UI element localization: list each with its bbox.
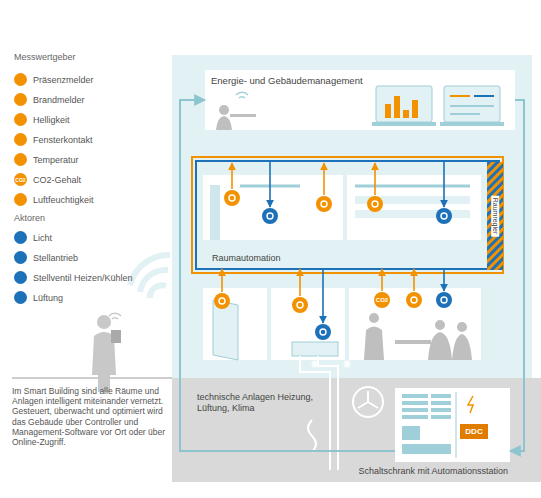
box-label: Raumautomation xyxy=(212,253,281,264)
management-panel xyxy=(205,70,515,130)
device-icon xyxy=(262,208,278,224)
icon-text: CO2 xyxy=(376,297,388,303)
person xyxy=(92,315,121,392)
device-icon xyxy=(367,196,383,212)
system-box: Energie- und Gebäudemanagement xyxy=(205,70,515,130)
system-box: Schaltschrank mit AutomationsstationDDC xyxy=(395,388,510,462)
signal-line xyxy=(374,163,376,195)
legend-swatch xyxy=(14,153,27,166)
signal-line xyxy=(231,163,233,189)
box-label: Raumregler xyxy=(491,196,499,237)
legend-entry: Temperatur xyxy=(14,153,79,166)
co2-icon: CO2 xyxy=(374,292,390,308)
box-label: Schaltschrank mit Automationsstation xyxy=(356,466,510,477)
cabinet xyxy=(395,388,510,462)
controller-bar xyxy=(487,162,503,270)
legend-entry: Luftfeuchtigkeit xyxy=(14,193,94,206)
signal-line xyxy=(413,269,415,291)
legend-text: Lüftung xyxy=(33,293,63,303)
plant-band xyxy=(172,378,541,482)
signal-line xyxy=(269,162,271,207)
people xyxy=(364,313,472,360)
caption: Im Smart Building sind alle Räume und An… xyxy=(12,386,172,447)
legend-swatch xyxy=(14,133,27,146)
legend-text: Licht xyxy=(33,233,52,243)
legend-swatch xyxy=(14,113,27,126)
device-icon xyxy=(316,196,332,212)
icon-text: CO2 xyxy=(15,177,25,183)
legend-text: Fensterkontakt xyxy=(33,135,93,145)
legend-text: Luftfeuchtigkeit xyxy=(33,195,94,205)
legend-swatch: CO2 xyxy=(14,173,27,186)
system-box: Raumautomation Raumregler xyxy=(190,155,505,275)
room xyxy=(349,288,481,360)
legend-entry: Licht xyxy=(14,231,52,244)
legend-text: Stellantrieb xyxy=(33,253,78,263)
legend-text: Brandmelder xyxy=(33,95,85,105)
automation-frame xyxy=(192,157,503,273)
legend-text: Helligkeit xyxy=(33,115,70,125)
room xyxy=(203,288,267,360)
box-label: technische Anlagen Heizung, Lüftung, Kli… xyxy=(197,392,315,414)
signal-line xyxy=(299,269,301,296)
wifi xyxy=(130,255,170,298)
legend-swatch xyxy=(14,73,27,86)
legend-swatch xyxy=(14,251,27,264)
box-label: Energie- und Gebäudemanagement xyxy=(211,75,363,86)
room xyxy=(271,288,345,360)
workstation xyxy=(216,86,504,130)
building-panel xyxy=(172,55,532,380)
legend-heading: Aktoren xyxy=(14,213,45,224)
device-icon xyxy=(406,292,422,308)
data-link xyxy=(510,100,524,451)
signal-line xyxy=(381,269,383,291)
data-link xyxy=(180,100,395,451)
device-icon xyxy=(315,324,331,340)
legend-entry: Fensterkontakt xyxy=(14,133,93,146)
legend-entry: Brandmelder xyxy=(14,93,85,106)
legend-text: Temperatur xyxy=(33,155,79,165)
device-icon xyxy=(224,190,240,206)
snow-symbols xyxy=(311,360,351,368)
signal-line xyxy=(322,268,324,323)
legend-swatch xyxy=(14,93,27,106)
legend-entry: CO2 CO2-Gehalt xyxy=(14,173,81,186)
legend-text: Stellventil Heizen/Kühlen xyxy=(33,273,133,283)
legend-text: CO2-Gehalt xyxy=(33,175,81,185)
signal-line xyxy=(443,162,445,207)
legend-entry: Helligkeit xyxy=(14,113,70,126)
controller-box: DDC xyxy=(460,424,488,439)
device-icon xyxy=(292,297,308,313)
room xyxy=(203,175,343,240)
box-label: DDC xyxy=(460,424,488,439)
legend-entry: Stellventil Heizen/Kühlen xyxy=(14,271,133,284)
device-icon xyxy=(214,293,230,309)
signal-line xyxy=(443,268,445,291)
legend-text: Präsenzmelder xyxy=(33,75,94,85)
signal-line xyxy=(323,163,325,195)
system-box: Raumregler xyxy=(487,162,503,270)
legend-heading: Messwertgeber xyxy=(14,52,76,63)
device-icon xyxy=(436,292,452,308)
legend-swatch xyxy=(14,291,27,304)
signal-line xyxy=(221,269,223,292)
system-box: technische Anlagen Heizung, Lüftung, Kli… xyxy=(197,392,315,420)
legend-swatch xyxy=(14,271,27,284)
legend-swatch xyxy=(14,193,27,206)
pipes xyxy=(300,356,383,470)
cabinet-modules xyxy=(402,394,451,454)
device-icon xyxy=(436,208,452,224)
room xyxy=(347,175,481,240)
legend-entry: Präsenzmelder xyxy=(14,73,94,86)
legend-swatch xyxy=(14,231,27,244)
legend-entry: Lüftung xyxy=(14,291,63,304)
legend-entry: Stellantrieb xyxy=(14,251,78,264)
